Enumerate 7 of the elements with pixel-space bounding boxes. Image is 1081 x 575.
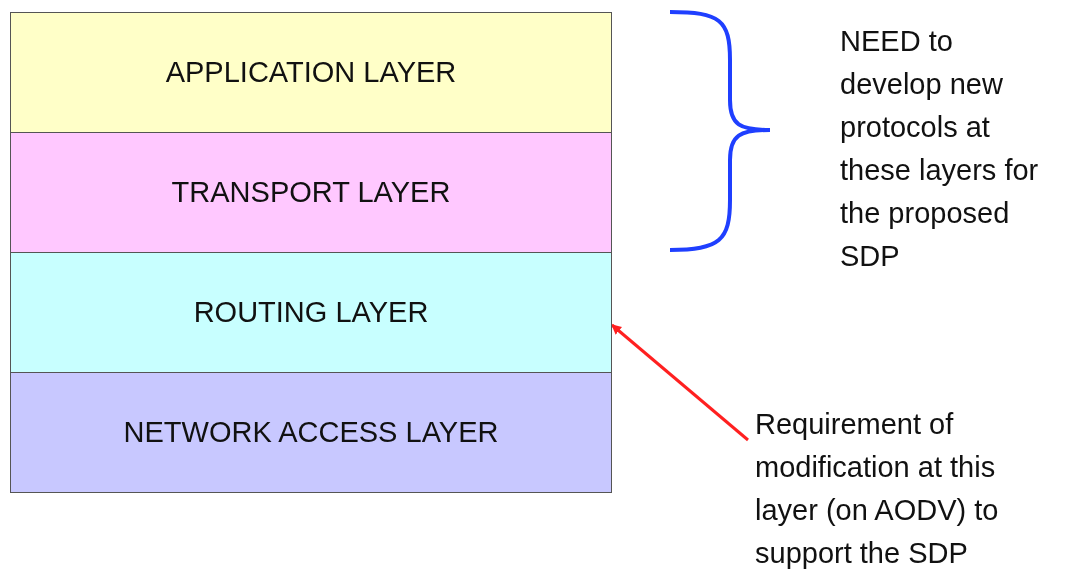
layer-box: ROUTING LAYER: [10, 252, 612, 373]
layer-box: TRANSPORT LAYER: [10, 132, 612, 253]
arrow: [611, 323, 749, 442]
note-text: NEED to develop new protocols at these layers for the proposed SDP: [840, 20, 1045, 278]
layer-box: APPLICATION LAYER: [10, 12, 612, 133]
layer-box: NETWORK ACCESS LAYER: [10, 372, 612, 493]
note-text: Requirement of modification at this layer (on AODV) to support the SDP: [755, 403, 1065, 575]
